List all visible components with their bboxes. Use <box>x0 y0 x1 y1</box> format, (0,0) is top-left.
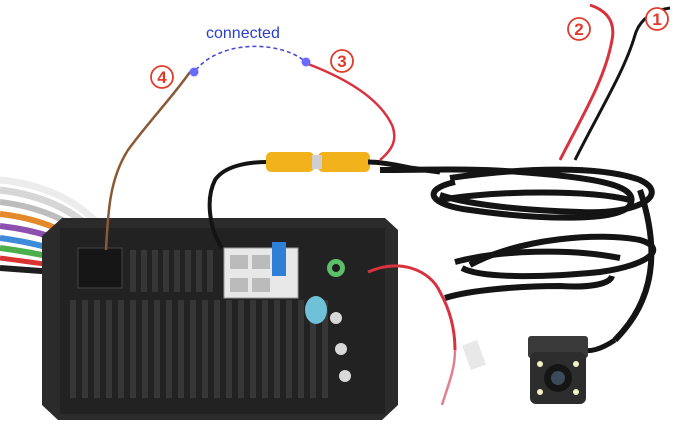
heat-sink-fin <box>154 300 160 398</box>
red-reverse-wire-end <box>440 349 457 406</box>
connected-dashed-link <box>195 45 307 71</box>
red-trigger-wire <box>558 3 615 161</box>
rca-yellow-plug-right <box>318 152 370 172</box>
svg-text:2: 2 <box>574 20 583 39</box>
heat-sink-fin <box>94 300 100 398</box>
usb-connector <box>272 242 286 276</box>
heat-sink-fin <box>310 300 316 398</box>
label-tag <box>462 340 486 370</box>
marker-1: 1 <box>645 7 669 31</box>
extension-cable-coil <box>379 166 656 343</box>
heat-sink-fin <box>286 300 292 398</box>
heat-sink-fin <box>130 300 136 398</box>
port-1 <box>330 312 342 324</box>
heat-sink-fin <box>178 300 184 398</box>
heat-sink-fin <box>185 250 191 292</box>
connection-point-left <box>189 67 199 77</box>
heat-sink-fin <box>238 300 244 398</box>
svg-text:1: 1 <box>652 10 661 29</box>
heat-sink-fin <box>274 300 280 398</box>
marker-4: 4 <box>150 65 174 89</box>
heat-sink-fin <box>262 300 268 398</box>
heat-sink-fin <box>322 300 328 398</box>
iso-connector <box>77 247 123 289</box>
red-reverse-wire-unit <box>367 264 457 351</box>
svg-text:4: 4 <box>157 68 167 87</box>
heat-sink-fin <box>250 300 256 398</box>
heat-sink-fin <box>166 300 172 398</box>
heat-sink-fin <box>141 250 147 292</box>
heat-sink-fin <box>70 300 76 398</box>
heat-sink-fin <box>118 300 124 398</box>
heat-sink-fin <box>207 250 213 292</box>
heat-sink-fin <box>298 300 304 398</box>
port-3 <box>339 370 351 382</box>
heat-sink-fin <box>152 250 158 292</box>
reversing-camera <box>528 336 617 404</box>
rca-lead-unit <box>207 160 269 250</box>
heat-sink-fin <box>82 300 88 398</box>
heat-sink-fin <box>130 250 136 292</box>
heat-sink-fins <box>70 250 328 398</box>
marker-2: 2 <box>567 17 591 41</box>
rca-yellow-plug-left <box>266 152 314 172</box>
marker-3: 3 <box>330 49 354 73</box>
svg-text:3: 3 <box>337 52 346 71</box>
heat-sink-fin <box>142 300 148 398</box>
red-wire-3 <box>307 62 396 161</box>
heat-sink-fin <box>106 300 112 398</box>
gps-sticker <box>305 296 327 324</box>
connection-point-right <box>301 57 311 67</box>
heat-sink-fin <box>196 250 202 292</box>
head-unit-rear <box>42 218 486 420</box>
heat-sink-fin <box>190 300 196 398</box>
port-2 <box>335 343 347 355</box>
heat-sink-fin <box>174 250 180 292</box>
brown-wire-4 <box>104 71 192 251</box>
heat-sink-fin <box>163 250 169 292</box>
heat-sink-fin <box>202 300 208 398</box>
connected-label: connected <box>206 25 280 42</box>
heat-sink-fin <box>214 300 220 398</box>
heat-sink-fin <box>226 300 232 398</box>
